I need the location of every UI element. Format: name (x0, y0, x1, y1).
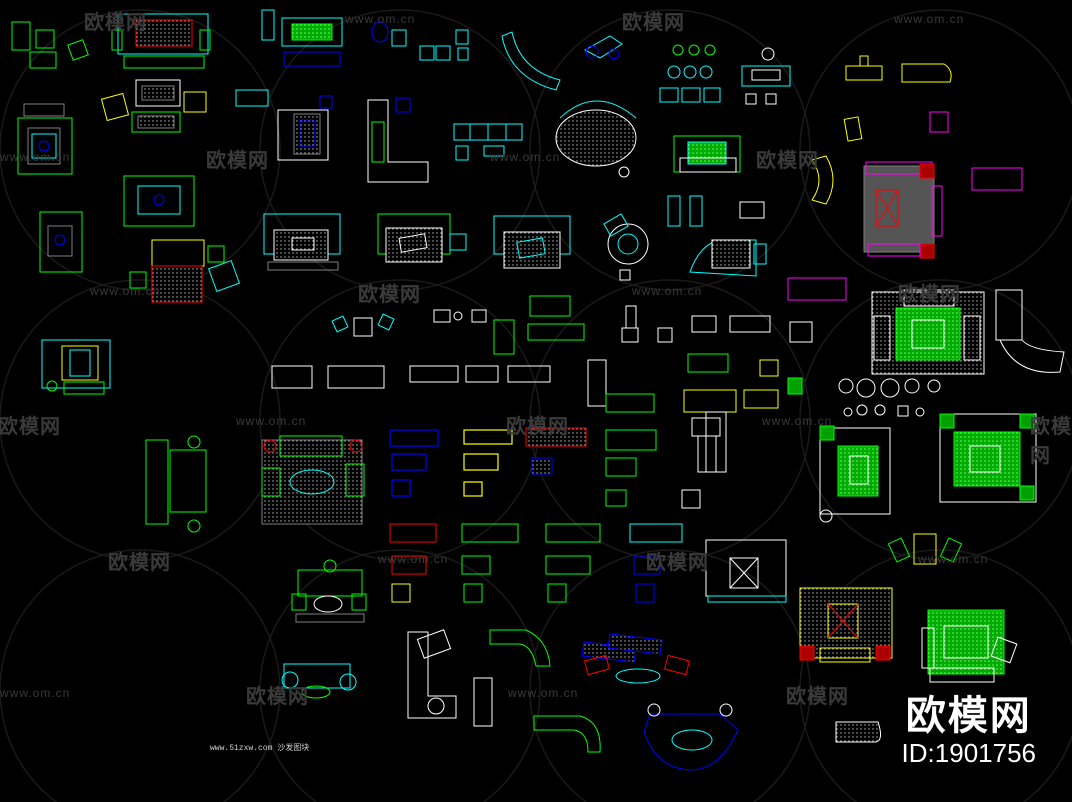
watermark-brand: 欧模网 (84, 10, 147, 34)
sofa-block-45 (921, 609, 1018, 683)
watermark-url: www.om.cn (90, 284, 161, 298)
watermark-url: www.om.cn (490, 150, 561, 164)
sofa-block-42 (887, 533, 963, 565)
brand-name: 欧模网 (905, 693, 1032, 739)
sofa-block-44 (799, 587, 893, 663)
sofa-block-6 (659, 44, 721, 103)
sofa-curved-1 (501, 31, 561, 91)
sofa-block-24 (871, 289, 1065, 375)
sofa-block-47 (473, 629, 551, 727)
sofa-block-9 (17, 103, 73, 175)
sofa-block-10 (100, 79, 207, 133)
sofa-block-7 (741, 47, 791, 105)
watermark-url: www.om.cn (0, 150, 71, 164)
drawing-credit: www.51zxw.com 沙发图块 (210, 744, 310, 753)
sofa-block-41 (705, 539, 787, 603)
watermark-circles (0, 9, 1072, 802)
sofa-block-39 (939, 413, 1037, 503)
sofa-block-26 (621, 305, 813, 343)
sofa-block-38 (819, 425, 891, 523)
watermark-url: www.om.cn (508, 686, 579, 700)
sofa-block-21 (377, 213, 467, 263)
sofa-block-35 (525, 427, 587, 475)
watermark-brand: 欧模网 (206, 148, 269, 172)
sofa-block-13 (673, 135, 741, 173)
sofa-l-shape-2 (407, 629, 457, 719)
sofa-block-25 (331, 295, 585, 355)
sofa-block-31 (145, 435, 207, 533)
sofa-block-3 (261, 9, 343, 67)
sofa-block-40 (389, 523, 683, 603)
sofa-block-27 (41, 339, 111, 395)
watermark-brand: 欧模网 (622, 10, 685, 34)
sofa-block-23 (667, 195, 767, 277)
watermark-url: www.om.cn (632, 284, 703, 298)
sofa-block-17 (123, 175, 195, 227)
sofa-block-48 (581, 633, 691, 684)
sofa-l-shape-1 (367, 97, 429, 183)
watermark-url: www.om.cn (762, 414, 833, 428)
watermark-brand: 欧模网 (1030, 414, 1072, 467)
sofa-block-34 (463, 429, 513, 497)
watermark-url: www.om.cn (378, 552, 449, 566)
sofa-block-15 (863, 161, 943, 259)
sofa-block-22 (493, 215, 571, 269)
sofa-block-12 (453, 123, 523, 161)
watermark-url: www.om.cn (894, 12, 965, 26)
watermark-brand: 欧模网 (646, 550, 709, 574)
sofa-block-19 (129, 239, 241, 303)
brand-id: ID:1901756 (901, 738, 1036, 768)
sofa-block-46 (281, 663, 357, 699)
watermark-url: www.om.cn (0, 686, 71, 700)
sofa-block-5 (583, 35, 623, 60)
watermark-brand: 欧模网 (358, 282, 421, 306)
watermark-brand: 欧模网 (756, 148, 819, 172)
watermark-brand: 欧模网 (786, 684, 849, 708)
sofa-block-16 (787, 167, 1023, 301)
sofa-block-4 (371, 21, 469, 61)
sofa-block-20 (263, 213, 341, 271)
watermark-brand: 欧模网 (108, 550, 171, 574)
sofa-block-14 (811, 111, 949, 205)
watermark-url: www.om.cn (345, 12, 416, 26)
watermark-brand: 欧模网 (246, 684, 309, 708)
sofa-round-2 (603, 213, 649, 281)
sofa-block-37 (681, 417, 721, 509)
watermark-brand: 欧模网 (506, 414, 569, 438)
watermark-url: www.om.cn (918, 552, 989, 566)
sofa-block-29 (587, 353, 803, 473)
sofa-block-49 (835, 721, 882, 743)
sofa-block-33 (389, 429, 439, 497)
watermark-url: www.om.cn (236, 414, 307, 428)
sofa-block-43 (291, 559, 367, 623)
sofa-block-36 (605, 429, 657, 507)
sofa-block-32 (261, 435, 365, 525)
sofa-round-1 (555, 100, 637, 178)
watermark-brand: 欧模网 (898, 282, 961, 306)
watermark-brand: 欧模网 (0, 414, 61, 438)
brand-badge: 欧模网 ID:1901756 (902, 694, 1036, 768)
sofa-block-30 (838, 378, 941, 417)
sofa-block-18 (39, 211, 83, 273)
sofa-curved-2 (533, 715, 601, 753)
sofa-block-2 (111, 13, 211, 69)
sofa-block-1 (11, 21, 89, 69)
sofa-block-11 (235, 89, 333, 161)
sofa-block-8 (845, 55, 952, 83)
sofa-block-28 (271, 365, 551, 389)
sofa-round-3 (643, 703, 739, 771)
